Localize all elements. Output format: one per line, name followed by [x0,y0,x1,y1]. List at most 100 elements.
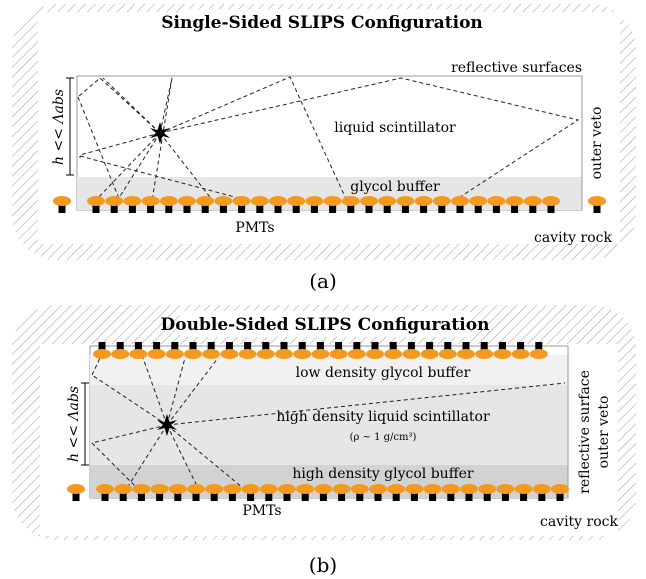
pmt-icon [278,484,296,494]
scintillator-label-a: liquid scintillator [334,120,456,136]
pmt-icon [114,484,133,494]
pmt-icon [350,484,369,494]
pmt-base [128,204,136,213]
pmt-icon [205,484,224,494]
pmt-base [474,204,482,213]
pmt-icon [223,484,242,494]
pmt-base [347,204,355,213]
pmt-base [420,204,428,213]
pmt-base [407,342,415,351]
pmt-icon [187,484,205,494]
pmt-icon [378,196,397,206]
pmt-icon [469,196,488,206]
pmt-icon [293,349,312,359]
pmt-base [353,342,361,351]
pmt-base [438,204,446,213]
low-buffer-b [90,355,568,385]
pmt-base [165,204,173,213]
pmt-base [401,204,409,213]
pmt-icon [178,196,196,206]
pmt-base [520,492,528,501]
pmt-base [316,342,324,351]
pmt-icon [496,484,515,494]
low-buffer-label-b: low density glycol buffer [296,365,471,381]
pmt-base [201,204,209,213]
pmt-base [529,204,537,213]
pmt-icon [332,484,351,494]
rock-label-a: cavity rock [534,230,613,246]
pmt-base [456,204,464,213]
pmt-icon [505,196,524,206]
title-b: Double-Sided SLIPS Configuration [161,315,490,335]
veto-label-a: outer veto [589,107,605,180]
pmt-icon [438,349,457,359]
pmt-base [225,342,233,351]
pmt-icon [542,196,560,206]
pmt-base [147,204,155,213]
pmt-icon [511,349,530,359]
pmt-base [153,342,161,351]
scintillator-region-b [90,385,568,465]
pmt-icon [111,349,130,359]
pmt-icon [341,196,360,206]
pmt-base [134,342,142,351]
pmt-icon [360,196,378,206]
pmt-icon [159,196,178,206]
pmt-icon [451,196,469,206]
pmt-icon [214,196,233,206]
pmt-base [219,204,227,213]
pmt-base [501,492,509,501]
pmt-base [247,492,255,501]
pmt-icon [123,196,142,206]
pmt-base [538,492,546,501]
pmts-label-b: PMTs [242,503,281,519]
pmt-row-top-b [93,342,548,359]
pmt-icon [250,196,269,206]
buffer-label-a: glycol buffer [350,179,440,195]
pmt-base [429,492,437,501]
caption-a: (a) [309,269,337,293]
pmt-base [244,342,252,351]
veto-label-b: outer veto [596,396,612,469]
pmt-icon [529,349,548,359]
pmt-icon [305,196,324,206]
pmt-icon [105,196,124,206]
pmt-icon [87,196,105,206]
pmt-icon [532,484,551,494]
pmt-base [110,204,118,213]
pmt-base [498,342,506,351]
pmt-base [371,342,379,351]
pmt-base [283,492,291,501]
pmt-base [374,492,382,501]
pmt-icon [275,349,293,359]
pmt-base [462,342,470,351]
pmt-base [192,492,200,501]
pmt-base [535,342,543,351]
pmt-base [480,342,488,351]
pmt-icon [269,196,287,206]
pmt-icon [414,196,433,206]
pmt-icon [287,196,306,206]
height-label-b: h << Λabs [66,386,82,462]
pmt-base [256,204,264,213]
pmt-base [335,342,343,351]
pmt-icon [457,349,475,359]
title-a: Single-Sided SLIPS Configuration [161,13,483,33]
pmt-icon [141,196,160,206]
pmt-icon [241,484,260,494]
pmt-icon [184,349,202,359]
pmt-base [492,204,500,213]
pmt-base [547,204,555,213]
reflective-label-a: reflective surfaces [451,60,582,76]
pmt-base [298,342,306,351]
pmt-icon [475,349,494,359]
pmt-icon [493,349,512,359]
pmt-base [156,492,164,501]
caption-b: (b) [309,553,337,577]
pmt-icon [202,349,221,359]
pmt-icon [323,196,342,206]
pmt-base [389,342,397,351]
pmt-base [280,342,288,351]
pmt-icon [168,484,187,494]
